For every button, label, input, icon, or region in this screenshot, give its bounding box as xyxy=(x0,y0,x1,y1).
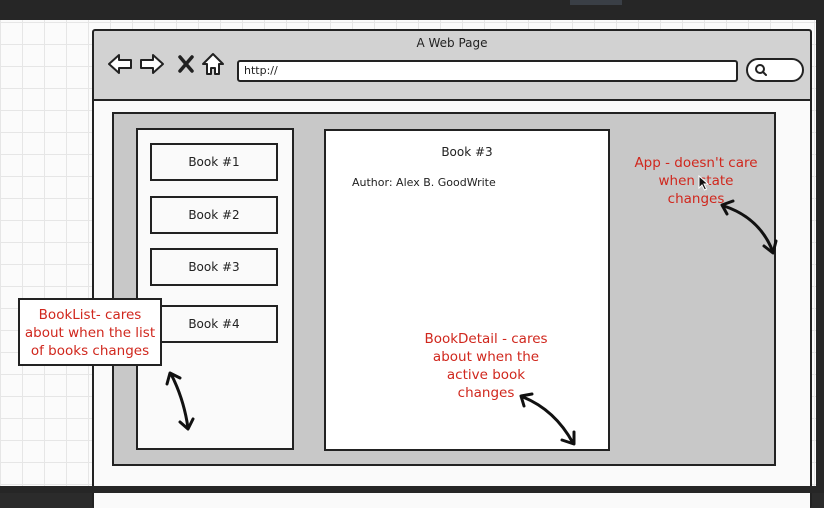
book-list-panel xyxy=(136,128,294,450)
book-list-item-4[interactable]: Book #4 xyxy=(150,305,278,343)
app-arrow xyxy=(722,204,775,254)
booklist-arrow-head-bottom xyxy=(178,417,195,431)
annotation-arrows xyxy=(165,199,778,446)
forward-arrow-icon[interactable] xyxy=(139,50,165,78)
booklist-annotation-line: of books changes xyxy=(30,343,150,359)
home-icon[interactable] xyxy=(200,50,226,78)
close-x-icon[interactable] xyxy=(173,50,199,78)
app-arrow-head-bottom xyxy=(762,239,778,255)
app-annotation-line: App - doesn't care xyxy=(634,155,758,171)
book-list-item-1[interactable]: Book #1 xyxy=(150,143,278,181)
frame-right-edge xyxy=(816,0,824,493)
book-detail-panel: Book #3 Author: Alex B. GoodWrite xyxy=(324,129,610,451)
app-annotation-line: when state xyxy=(658,173,734,189)
browser-title: A Web Page xyxy=(416,36,488,50)
booklist-arrow-head-top xyxy=(165,371,182,386)
book-detail-title: Book #3 xyxy=(441,145,493,159)
bookdetail-annotation: BookDetail - cares about when the active… xyxy=(410,330,562,402)
book-list-item-3[interactable]: Book #3 xyxy=(150,248,278,286)
app-annotation: App - doesn't care when state changes xyxy=(626,154,766,208)
bookdetail-annotation-line: active book xyxy=(446,367,526,383)
booklist-annotation-line: about when the list xyxy=(24,325,156,341)
book-list-item-2[interactable]: Book #2 xyxy=(150,196,278,234)
bookdetail-annotation-line: BookDetail - cares xyxy=(424,331,548,347)
bookdetail-annotation-line: about when the xyxy=(432,349,540,365)
app-annotation-line: changes xyxy=(667,191,725,207)
frame-bottom-edge xyxy=(0,486,824,493)
booklist-annotation-line: BookList- cares xyxy=(38,307,142,323)
address-bar[interactable]: http:// xyxy=(237,60,738,82)
search-icon xyxy=(755,64,767,76)
booklist-arrow xyxy=(170,374,190,430)
mouse-cursor-icon xyxy=(698,175,710,191)
book-detail-author: Author: Alex B. GoodWrite xyxy=(352,176,496,189)
bookdetail-arrow xyxy=(521,395,575,445)
bookdetail-arrow-head-top xyxy=(519,392,534,408)
app-arrow-head-top xyxy=(720,199,735,216)
search-field[interactable] xyxy=(746,58,804,82)
frame-top-edge xyxy=(0,0,824,20)
booklist-annotation: BookList- cares about when the list of b… xyxy=(18,298,162,366)
back-arrow-icon[interactable] xyxy=(107,50,133,78)
bookdetail-arrow-head-bottom xyxy=(560,430,576,446)
bookdetail-annotation-line: changes xyxy=(457,385,515,401)
